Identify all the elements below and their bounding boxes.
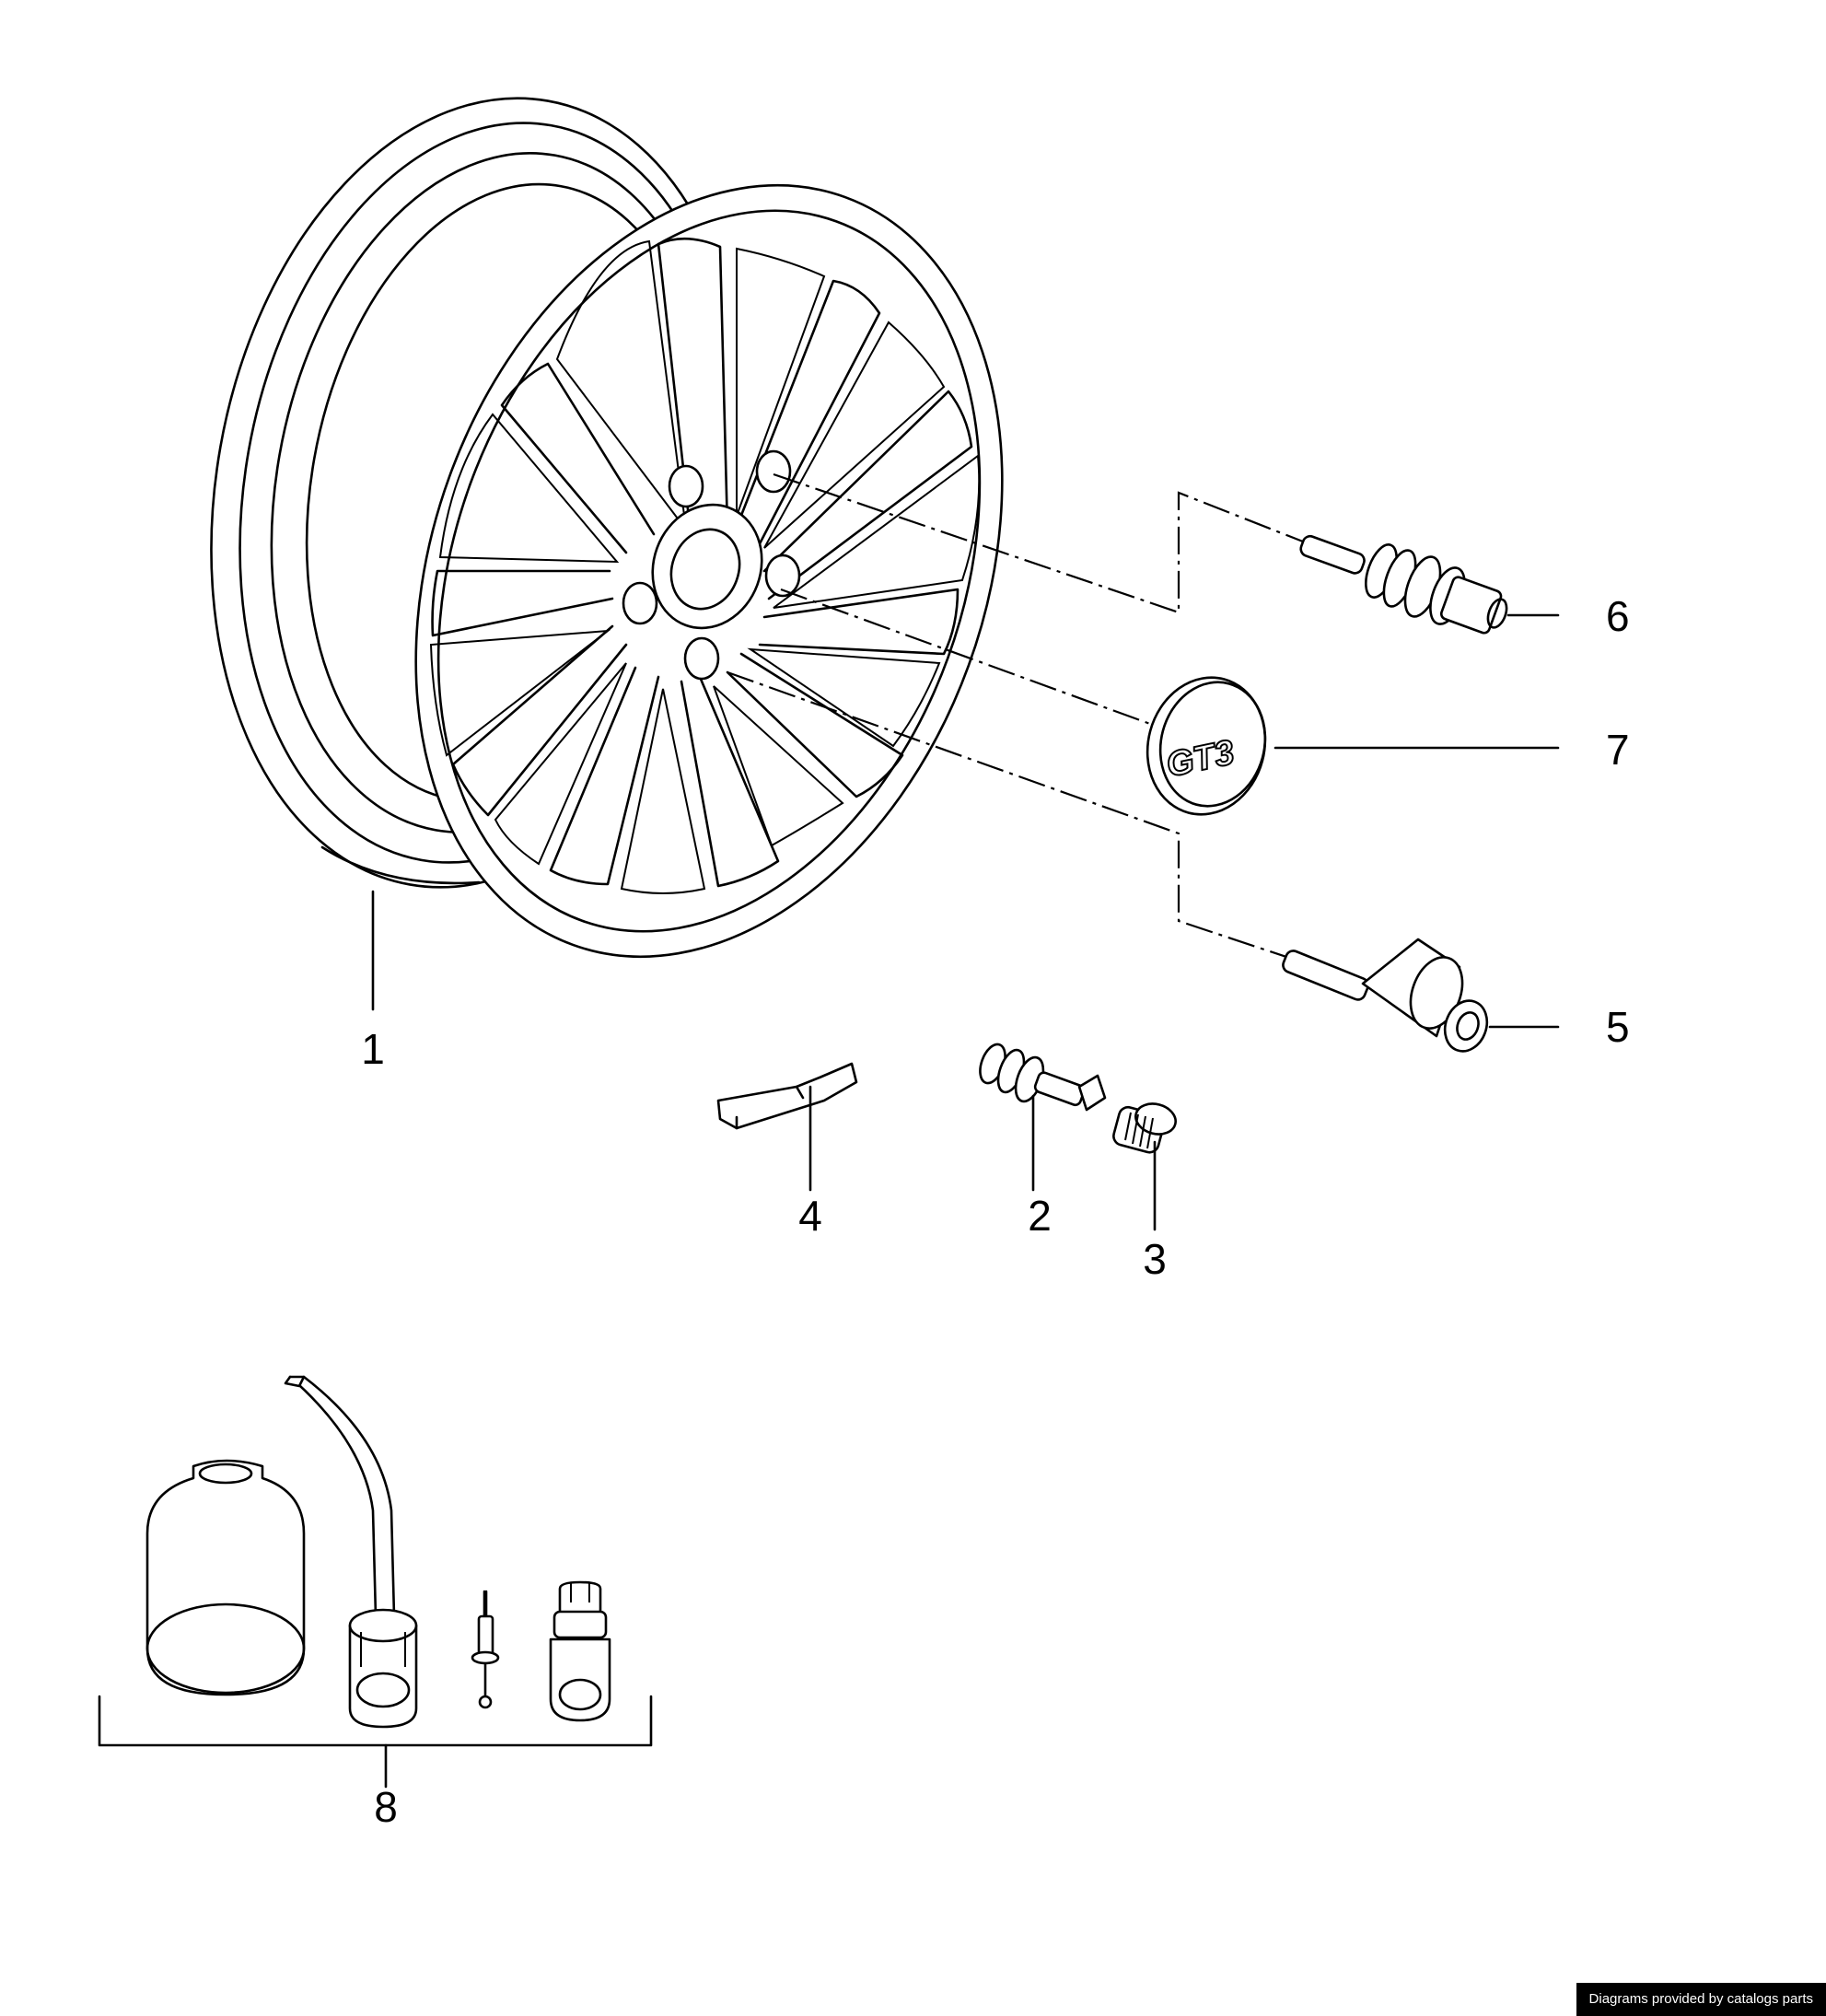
callout-7: 7 xyxy=(1606,726,1630,774)
callout-4: 4 xyxy=(798,1192,822,1240)
assembly-lines xyxy=(727,472,1308,960)
wheel-bolt-drawing[interactable] xyxy=(1281,938,1494,1057)
callout-1: 1 xyxy=(361,1025,385,1073)
wheel-rim-drawing[interactable] xyxy=(151,55,1104,1039)
callout-6: 6 xyxy=(1606,592,1630,640)
tire-pressure-sensor-set-drawing[interactable] xyxy=(98,1375,653,1789)
wheel-bolt-with-washer-drawing[interactable] xyxy=(1298,534,1509,635)
callout-8: 8 xyxy=(374,1783,398,1831)
leader-lines xyxy=(371,613,1560,1231)
balance-weight-drawing[interactable] xyxy=(716,1062,858,1130)
valve-drawing[interactable] xyxy=(975,1041,1107,1112)
callout-2: 2 xyxy=(1028,1192,1052,1240)
callout-5: 5 xyxy=(1606,1003,1630,1051)
callout-3: 3 xyxy=(1143,1235,1167,1283)
valve-cap-drawing[interactable] xyxy=(1111,1100,1179,1155)
footer-credit: Diagrams provided by catalogs parts xyxy=(1576,1983,1826,2016)
center-cap-drawing[interactable]: GT3 xyxy=(1133,664,1281,828)
